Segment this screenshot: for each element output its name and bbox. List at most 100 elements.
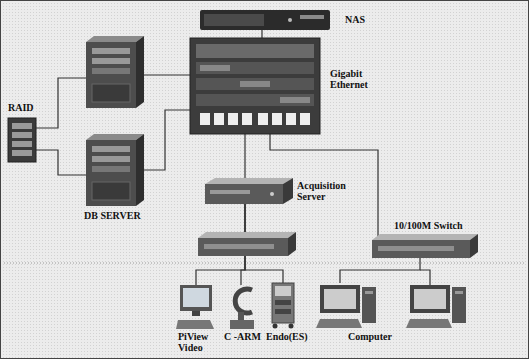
video-workstation-part [176,320,214,329]
gigabit-switch-part [228,113,238,125]
server-tower-part [92,84,130,102]
c-arm-device-part [238,312,244,320]
layout-wire-part [36,78,86,128]
gigabit-switch-part [258,113,268,125]
c-arm-device: C -ARM [226,285,256,329]
raid-unit-part [12,150,32,156]
switch-10-100: 10/100M Switch [372,240,470,258]
gigabit-switch-part [196,44,314,58]
gigabit-switch-part [242,113,252,125]
db-server-tower-part [92,156,130,162]
device-label: 10/100M Switch [394,220,463,231]
endoscope-cart [272,283,294,329]
network-link [270,134,378,240]
acquisition-server: Acquisition Server [205,184,283,204]
computer-set-part [324,289,356,309]
switch-box-part [198,238,288,256]
db-server-tower-part [136,134,144,206]
device-label: Endo(ES) [266,331,308,342]
video-workstation-part [180,285,212,311]
raid-unit [8,118,36,162]
server-tower-part [92,68,130,74]
raid-unit-part [8,118,36,162]
nas-device-part [204,14,264,26]
endoscope-cart-part [275,309,291,314]
computer-set: Computer [318,283,490,329]
device-label: Gigabit Ethernet [330,68,368,90]
computer-set-part [320,285,360,313]
endoscope-cart: Endo(ES) [270,283,296,329]
endoscope-cart-part [275,286,291,296]
video-workstation [176,285,214,329]
layout-wire [36,75,430,285]
db-server-tower-part [86,140,136,206]
nas-device-part [288,18,292,22]
gigabit-switch-part [196,62,314,74]
endoscope-cart-part [275,300,291,305]
network-link [196,204,245,285]
gigabit-switch-part [280,97,310,103]
endoscope-cart-part [289,324,294,329]
network-link [245,204,283,283]
computer-set-part [316,319,362,328]
switch-10-100-box [372,234,478,258]
c-arm-device-part [230,320,254,329]
nas-device: NAS [200,10,330,30]
endoscope-cart-part [273,324,278,329]
device-label: DB SERVER [84,210,141,221]
acquisition-server-box-part [210,190,250,194]
computer-set-part [414,289,446,309]
gigabit-switch-part [190,38,320,134]
gigabit-switch-part [196,78,314,90]
layout-wire-part [420,270,430,285]
acquisition-server-box-part [205,184,283,204]
device-label: Acquisition Server [297,180,346,202]
gigabit-switch: Gigabit Ethernet [190,38,320,134]
device-label: Computer [348,331,392,342]
video-workstation: PiView Video [178,285,214,329]
device-label: NAS [345,14,365,25]
gigabit-switch-part [272,113,282,125]
device-label: RAID [8,102,34,113]
gigabit-switch-part [200,113,210,125]
server-tower-part [92,58,130,64]
nas-device [200,10,330,30]
video-workstation-part [183,288,209,307]
server-tower [86,36,144,108]
network-link [136,110,190,170]
acquisition-server-box-part [270,192,274,196]
raid-unit-part [12,141,32,147]
computer-set-part [406,319,452,328]
server-tower-part [86,42,136,108]
raid-unit-part [12,132,32,138]
nas-device-part [200,10,330,30]
computer-set-part [362,287,376,323]
switch-10-100-box-part [372,240,470,258]
c-arm-device [230,289,254,329]
computer-set-part [452,287,466,323]
video-workstation-part [192,311,200,316]
nas-device-part [300,15,324,19]
computer-set-part [365,291,373,294]
gigabit-switch-part [200,65,230,71]
gigabit-switch-part [196,94,314,106]
db-server-tower-part [86,134,144,140]
network-link [36,150,86,175]
network-link [340,258,420,283]
layout-wire-part [136,74,190,75]
switch-box-part [198,232,296,238]
switch-box-part [288,232,296,256]
divider-dotted-line-part [4,263,525,264]
gigabit-switch-part [214,113,224,125]
network-link [241,204,245,285]
divider-dotted-line [4,263,525,264]
device-label: C -ARM [224,331,261,342]
switch-box-part [204,244,274,249]
gigabit-switch-part [240,81,270,87]
network-link [261,30,262,38]
